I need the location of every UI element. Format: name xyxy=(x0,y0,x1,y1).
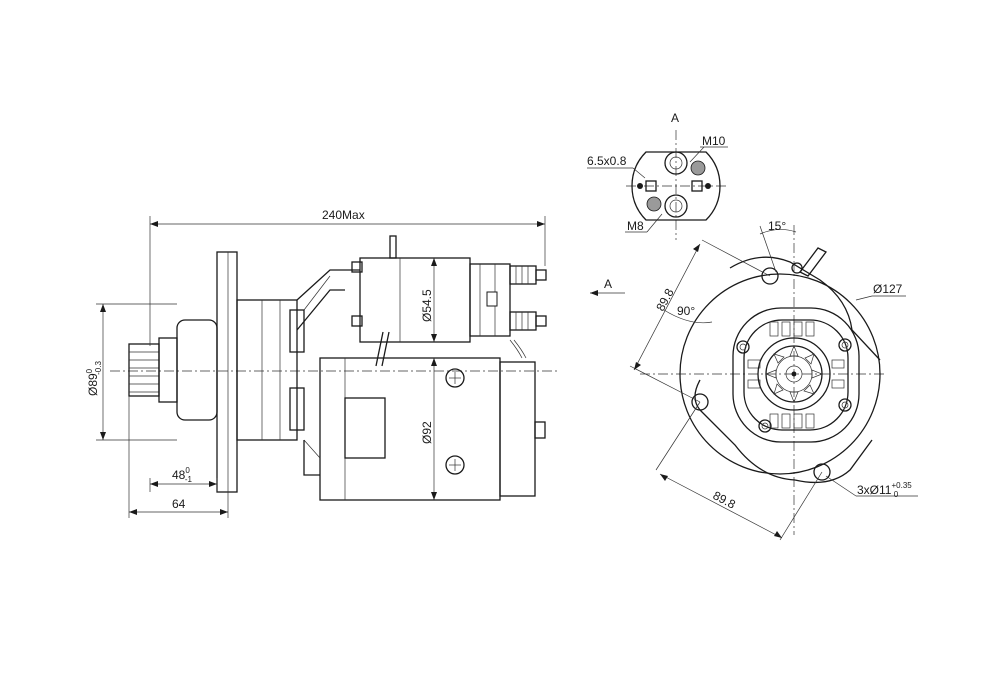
dimension-solenoid-diameter: Ø54.5 xyxy=(420,258,437,342)
label-solenoid-diameter: Ø54.5 xyxy=(420,289,434,322)
motor-body xyxy=(303,357,546,501)
label-pinion-diameter: Ø890-0.3 xyxy=(85,361,103,396)
dimension-flange-diameter: Ø127 xyxy=(855,282,906,301)
mounting-ears xyxy=(691,267,831,481)
label-90-degree: 90° xyxy=(677,304,695,318)
dimension-48: 480-1 xyxy=(149,466,218,492)
view-a: A M10 6.5x0.8 M8 xyxy=(587,111,728,240)
drive-housing xyxy=(236,269,360,441)
solenoid xyxy=(351,235,547,367)
label-15-degree: 15° xyxy=(768,219,786,233)
front-pinion-gear xyxy=(757,337,831,411)
label-view-arrow: A xyxy=(604,277,612,291)
terminal-callouts: M10 6.5x0.8 M8 xyxy=(587,134,728,233)
label-64: 64 xyxy=(172,497,186,511)
mounting-flange xyxy=(216,251,238,493)
side-view: 240Max Ø890-0.3 480-1 64 xyxy=(85,208,560,518)
label-m10: M10 xyxy=(702,134,726,148)
dimension-64: 64 xyxy=(128,396,229,518)
angle-90: 90° xyxy=(663,304,713,324)
dimension-89-8-lower: 89.8 xyxy=(655,401,823,541)
front-view: 15° 89.8 90° 89.8 Ø127 xyxy=(629,219,918,541)
cooling-slots xyxy=(747,321,845,429)
label-240max: 240Max xyxy=(322,208,365,222)
dimension-pinion-diameter: Ø890-0.3 xyxy=(85,303,177,441)
view-direction-arrow: A xyxy=(590,277,625,296)
label-tab-size: 6.5x0.8 xyxy=(587,154,627,168)
label-flange-diameter: Ø127 xyxy=(873,282,903,296)
view-a-title: A xyxy=(671,111,679,125)
end-plate-bolts xyxy=(736,338,852,433)
label-89-8-lower: 89.8 xyxy=(711,488,738,511)
pinion-gear xyxy=(128,319,218,421)
label-motor-diameter: Ø92 xyxy=(420,421,434,444)
label-89-8-upper: 89.8 xyxy=(653,286,676,313)
angle-15: 15° xyxy=(759,219,797,273)
label-48: 480-1 xyxy=(172,466,192,484)
terminal-cap xyxy=(631,151,721,221)
dimension-240max: 240Max xyxy=(149,208,546,346)
label-m8: M8 xyxy=(627,219,644,233)
dimension-motor-diameter: Ø92 xyxy=(420,358,437,500)
